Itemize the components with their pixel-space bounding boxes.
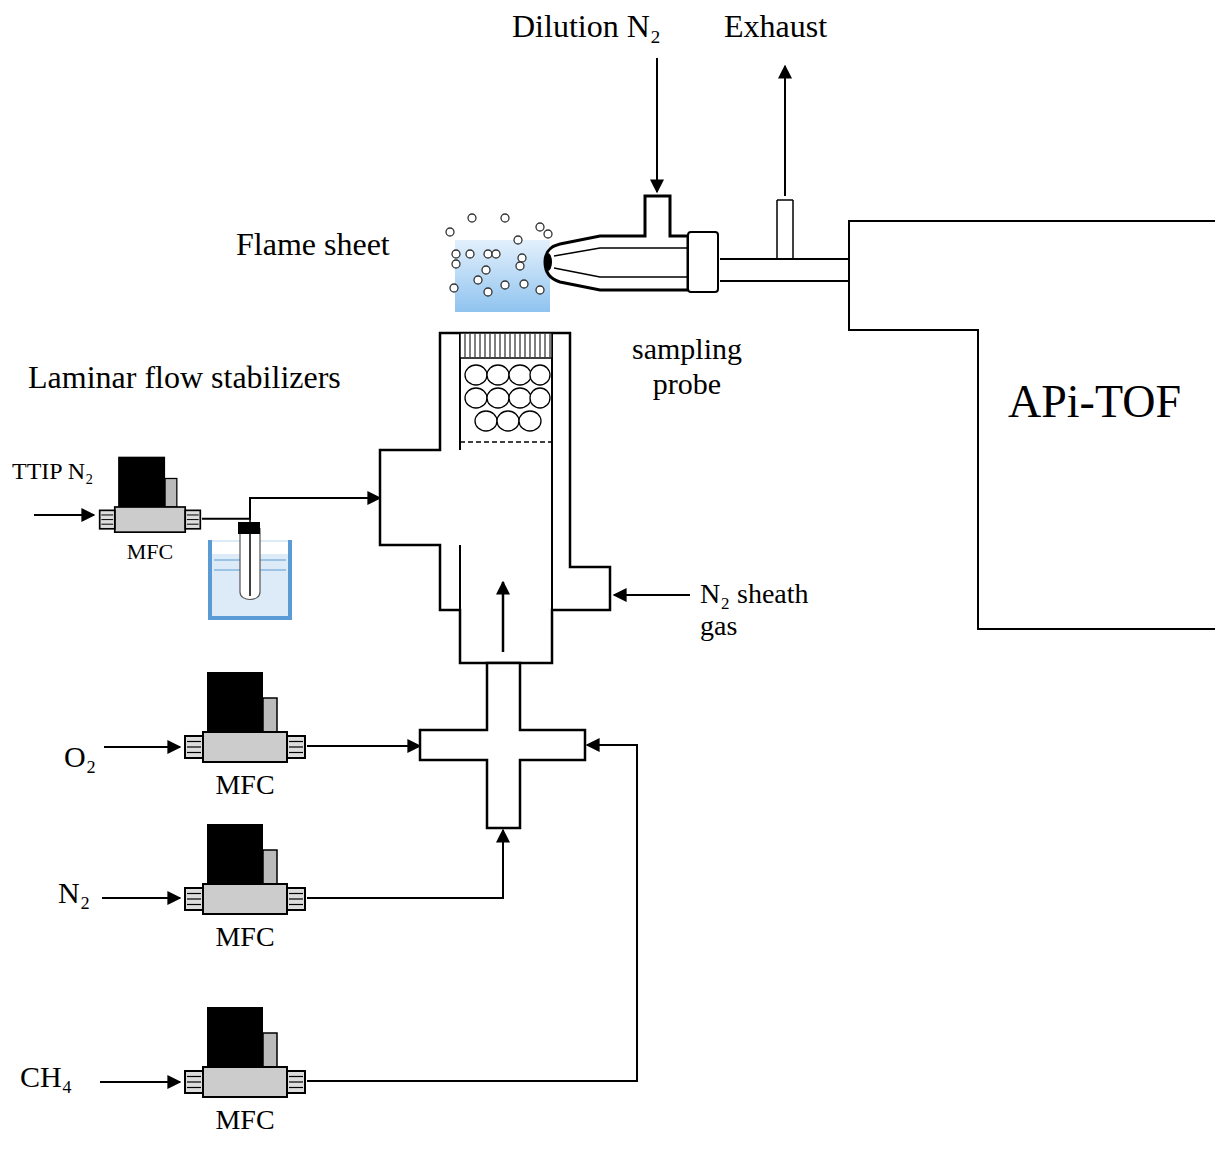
probe-body	[544, 196, 718, 292]
gas-label: TTIP N₂	[12, 458, 93, 486]
mfc-symbol	[183, 670, 307, 765]
ch4-inlet-arrow	[100, 1081, 180, 1083]
device-label: MFC	[183, 1104, 307, 1136]
transfer-tube	[720, 260, 848, 280]
dilution-arrow	[656, 58, 658, 192]
cross-fitting	[420, 663, 585, 828]
instrument-box: APi-TOF	[848, 220, 1215, 630]
gas-label: O₂	[64, 740, 96, 775]
gas-label: N₂	[58, 876, 90, 911]
part-label: Laminar flow stabilizers	[28, 359, 341, 396]
device-label: MFC	[98, 539, 202, 564]
exhaust-arrow	[784, 66, 786, 196]
gas-label: Exhaust	[724, 8, 827, 45]
mfc-symbol	[183, 822, 307, 917]
mass-flow-controller: MFC	[183, 670, 307, 803]
gas-line	[202, 498, 380, 519]
mass-flow-controller: MFC	[183, 1005, 307, 1138]
device-label: MFC	[183, 769, 307, 801]
device-label: MFC	[183, 921, 307, 953]
gas-label: Dilution N₂	[512, 8, 661, 45]
gas-label: N₂ sheath gas	[700, 578, 850, 642]
exhaust-tee	[777, 200, 793, 258]
gas-line	[307, 745, 637, 1081]
gas-line	[307, 745, 420, 747]
ttip-bubbler	[210, 515, 290, 618]
instrument-name: APi-TOF	[1008, 376, 1181, 429]
n2-inlet-arrow	[102, 897, 180, 899]
gas-label: CH₄	[20, 1060, 72, 1095]
burner	[380, 333, 610, 828]
ttip-inlet-arrow	[34, 514, 94, 516]
flame-sheet	[446, 214, 552, 312]
part-label: sampling probe	[607, 332, 767, 401]
gas-label: Flame sheet	[236, 226, 390, 263]
mass-flow-controller: MFC	[183, 822, 307, 955]
tube-wall	[720, 258, 848, 282]
sampling-probe: sampling probe	[545, 232, 720, 432]
mass-flow-controller: MFC	[98, 455, 202, 566]
sheath-arrow	[614, 594, 690, 596]
burner-body: Laminar flow stabilizers	[380, 333, 610, 663]
mfc-symbol	[98, 455, 202, 535]
mfc-symbol	[183, 1005, 307, 1100]
o2-inlet-arrow	[104, 746, 180, 748]
gas-line	[307, 830, 503, 898]
